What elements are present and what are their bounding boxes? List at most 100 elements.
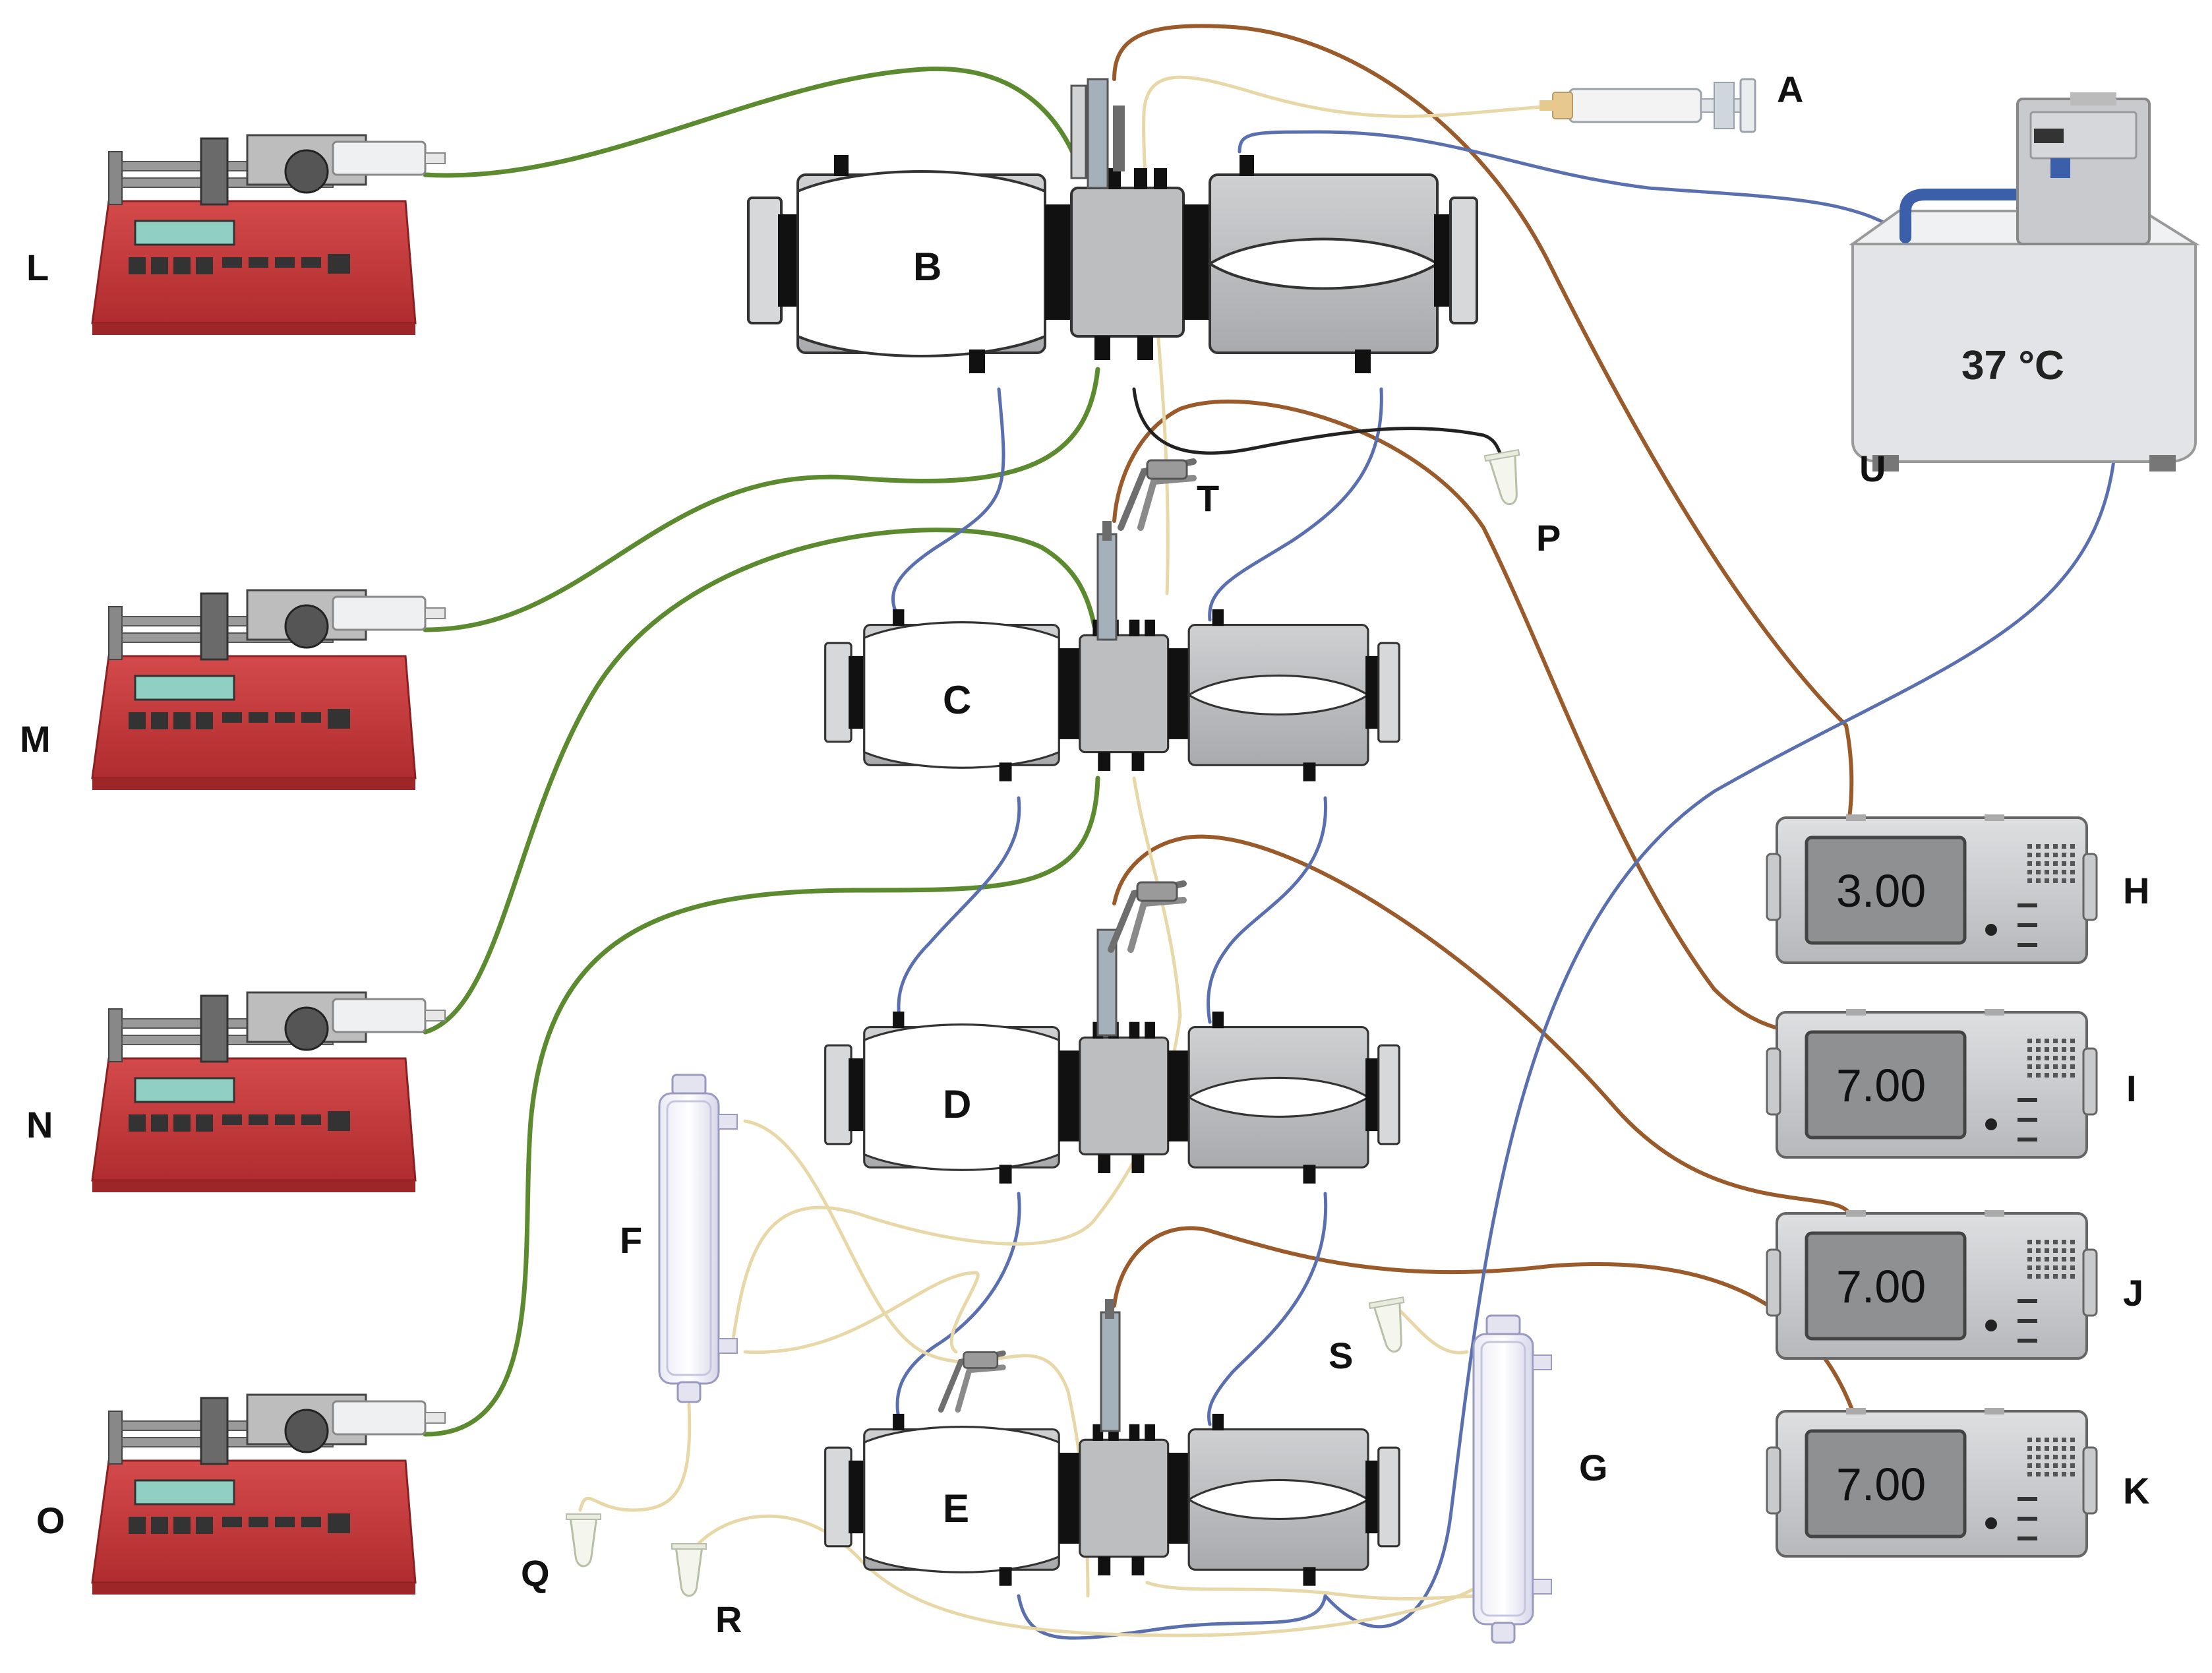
speaker-grid-dot [2036, 844, 2041, 849]
speaker-grid-dot [2070, 1056, 2075, 1060]
ph-meter-i: 7.00 [1767, 1009, 2097, 1157]
speaker-grid-icon [1985, 1039, 2075, 1141]
speaker-grid-dot [2053, 853, 2058, 857]
label-p: P [1536, 517, 1561, 559]
cell-b: B [747, 78, 1478, 375]
speaker-grid-dot [2062, 853, 2066, 857]
speaker-grid-dot [2070, 870, 2075, 874]
speaker-grid-dot [2045, 1056, 2049, 1060]
water-jacket-return-to-bath [1323, 427, 2118, 1629]
speaker-grid-dot [2045, 853, 2049, 857]
speaker-grid-dot [2070, 853, 2075, 857]
label-l: L [26, 247, 49, 288]
syringe-pump-n: N [26, 991, 446, 1194]
speaker-grid-dot [2062, 1455, 2066, 1459]
collection-tube-icon-r [671, 1542, 707, 1597]
speaker-grid-dot [2036, 1463, 2041, 1468]
speaker-grid-dot [2027, 1446, 2032, 1451]
speaker-grid-dot [2062, 844, 2066, 849]
sample-line-r [687, 1514, 1485, 1637]
sample-line-e-g [1145, 1581, 1485, 1600]
collection-tube-icon-s [1368, 1296, 1414, 1356]
water-bath-temperature: 37 °C [1961, 343, 2064, 388]
speaker-grid-dot [2062, 1064, 2066, 1069]
speaker-grid-icon [1985, 1438, 2075, 1540]
speaker-grid-dot [2027, 878, 2032, 883]
syringe-pump-m: M [20, 589, 446, 791]
speaker-grid-dot [2027, 1472, 2032, 1476]
knob-icon [1985, 1320, 1997, 1331]
speaker-grid-dot [2045, 1257, 2049, 1262]
speaker-grid-dot [2053, 861, 2058, 866]
sample-line-f-to-r [743, 1271, 980, 1354]
speaker-grid-dot [2053, 844, 2058, 849]
speaker-grid-dot [2027, 870, 2032, 874]
label-t: T [1197, 477, 1219, 519]
water-bath: 37 °C [1848, 92, 2200, 471]
speaker-grid-dot [2070, 1455, 2075, 1459]
speaker-grid-dot [2027, 1047, 2032, 1052]
indicator-line [2018, 1299, 2037, 1303]
indicator-line [2018, 1118, 2037, 1122]
ph-meter-i-reading: 7.00 [1836, 1060, 1926, 1111]
speaker-grid-dot [2070, 1265, 2075, 1270]
speaker-grid-dot [2053, 1446, 2058, 1451]
speaker-grid-dot [2036, 1257, 2041, 1262]
speaker-grid-dot [2053, 1455, 2058, 1459]
indicator-line [2018, 943, 2037, 947]
speaker-grid-dot [2053, 1274, 2058, 1279]
speaker-grid-dot [2027, 853, 2032, 857]
speaker-grid-dot [2027, 861, 2032, 866]
waste-line-p [1132, 387, 1512, 464]
speaker-grid-dot [2036, 1446, 2041, 1451]
speaker-grid-dot [2070, 1248, 2075, 1253]
speaker-grid-dot [2070, 1438, 2075, 1442]
probe-cable-i [1112, 400, 1851, 1034]
probe-cable-j [1112, 834, 1851, 1215]
syringe-pump-l: L [26, 134, 446, 336]
indicator-line [2018, 1339, 2037, 1343]
speaker-grid-dot [2070, 1064, 2075, 1069]
indicator-line [2018, 1098, 2037, 1102]
speaker-grid-icon [1985, 844, 2075, 947]
label-d: D [943, 1082, 971, 1126]
indicator-line [2018, 1497, 2037, 1501]
speaker-grid-dot [2036, 1047, 2041, 1052]
speaker-grid-dot [2036, 1438, 2041, 1442]
speaker-grid-dot [2062, 1257, 2066, 1262]
speaker-grid-dot [2070, 1472, 2075, 1476]
indicator-line [2018, 1536, 2037, 1540]
speaker-grid-dot [2036, 1455, 2041, 1459]
acid-feed-tube-o [423, 776, 1100, 1437]
syringe-icon [1539, 78, 1756, 133]
speaker-grid-dot [2045, 1265, 2049, 1270]
speaker-grid-dot [2027, 1438, 2032, 1442]
pinch-clamp-icon-2 [1111, 882, 1183, 950]
speaker-grid-dot [2062, 1039, 2066, 1043]
speaker-grid-dot [2036, 878, 2041, 883]
ph-meter-h: 3.00 [1767, 814, 2097, 963]
speaker-grid-dot [2045, 1463, 2049, 1468]
speaker-grid-dot [2053, 1472, 2058, 1476]
speaker-grid-dot [2062, 1274, 2066, 1279]
speaker-grid-dot [2045, 1047, 2049, 1052]
hollow-fiber-filter-icon-2 [1472, 1314, 1553, 1644]
speaker-grid-dot [2062, 861, 2066, 866]
speaker-grid-dot [2062, 1438, 2066, 1442]
speaker-grid-dot [2036, 1248, 2041, 1253]
water-jacket-c-to-d [897, 796, 1021, 1024]
speaker-grid-dot [2070, 878, 2075, 883]
speaker-grid-dot [2027, 1463, 2032, 1468]
speaker-grid-dot [2036, 870, 2041, 874]
ph-meter-k: 7.00 [1767, 1408, 2097, 1556]
speaker-grid-dot [2053, 1039, 2058, 1043]
speaker-grid-dot [2045, 1073, 2049, 1078]
speaker-grid-dot [2027, 1257, 2032, 1262]
speaker-grid-dot [2053, 1257, 2058, 1262]
cell-e: E [824, 1299, 1400, 1587]
ph-meter-j: 7.00 [1767, 1210, 2097, 1358]
speaker-grid-dot [2045, 1064, 2049, 1069]
speaker-grid-dot [2053, 1073, 2058, 1078]
ph-meter-h-reading: 3.00 [1836, 865, 1926, 917]
cell-c: C [824, 521, 1400, 783]
